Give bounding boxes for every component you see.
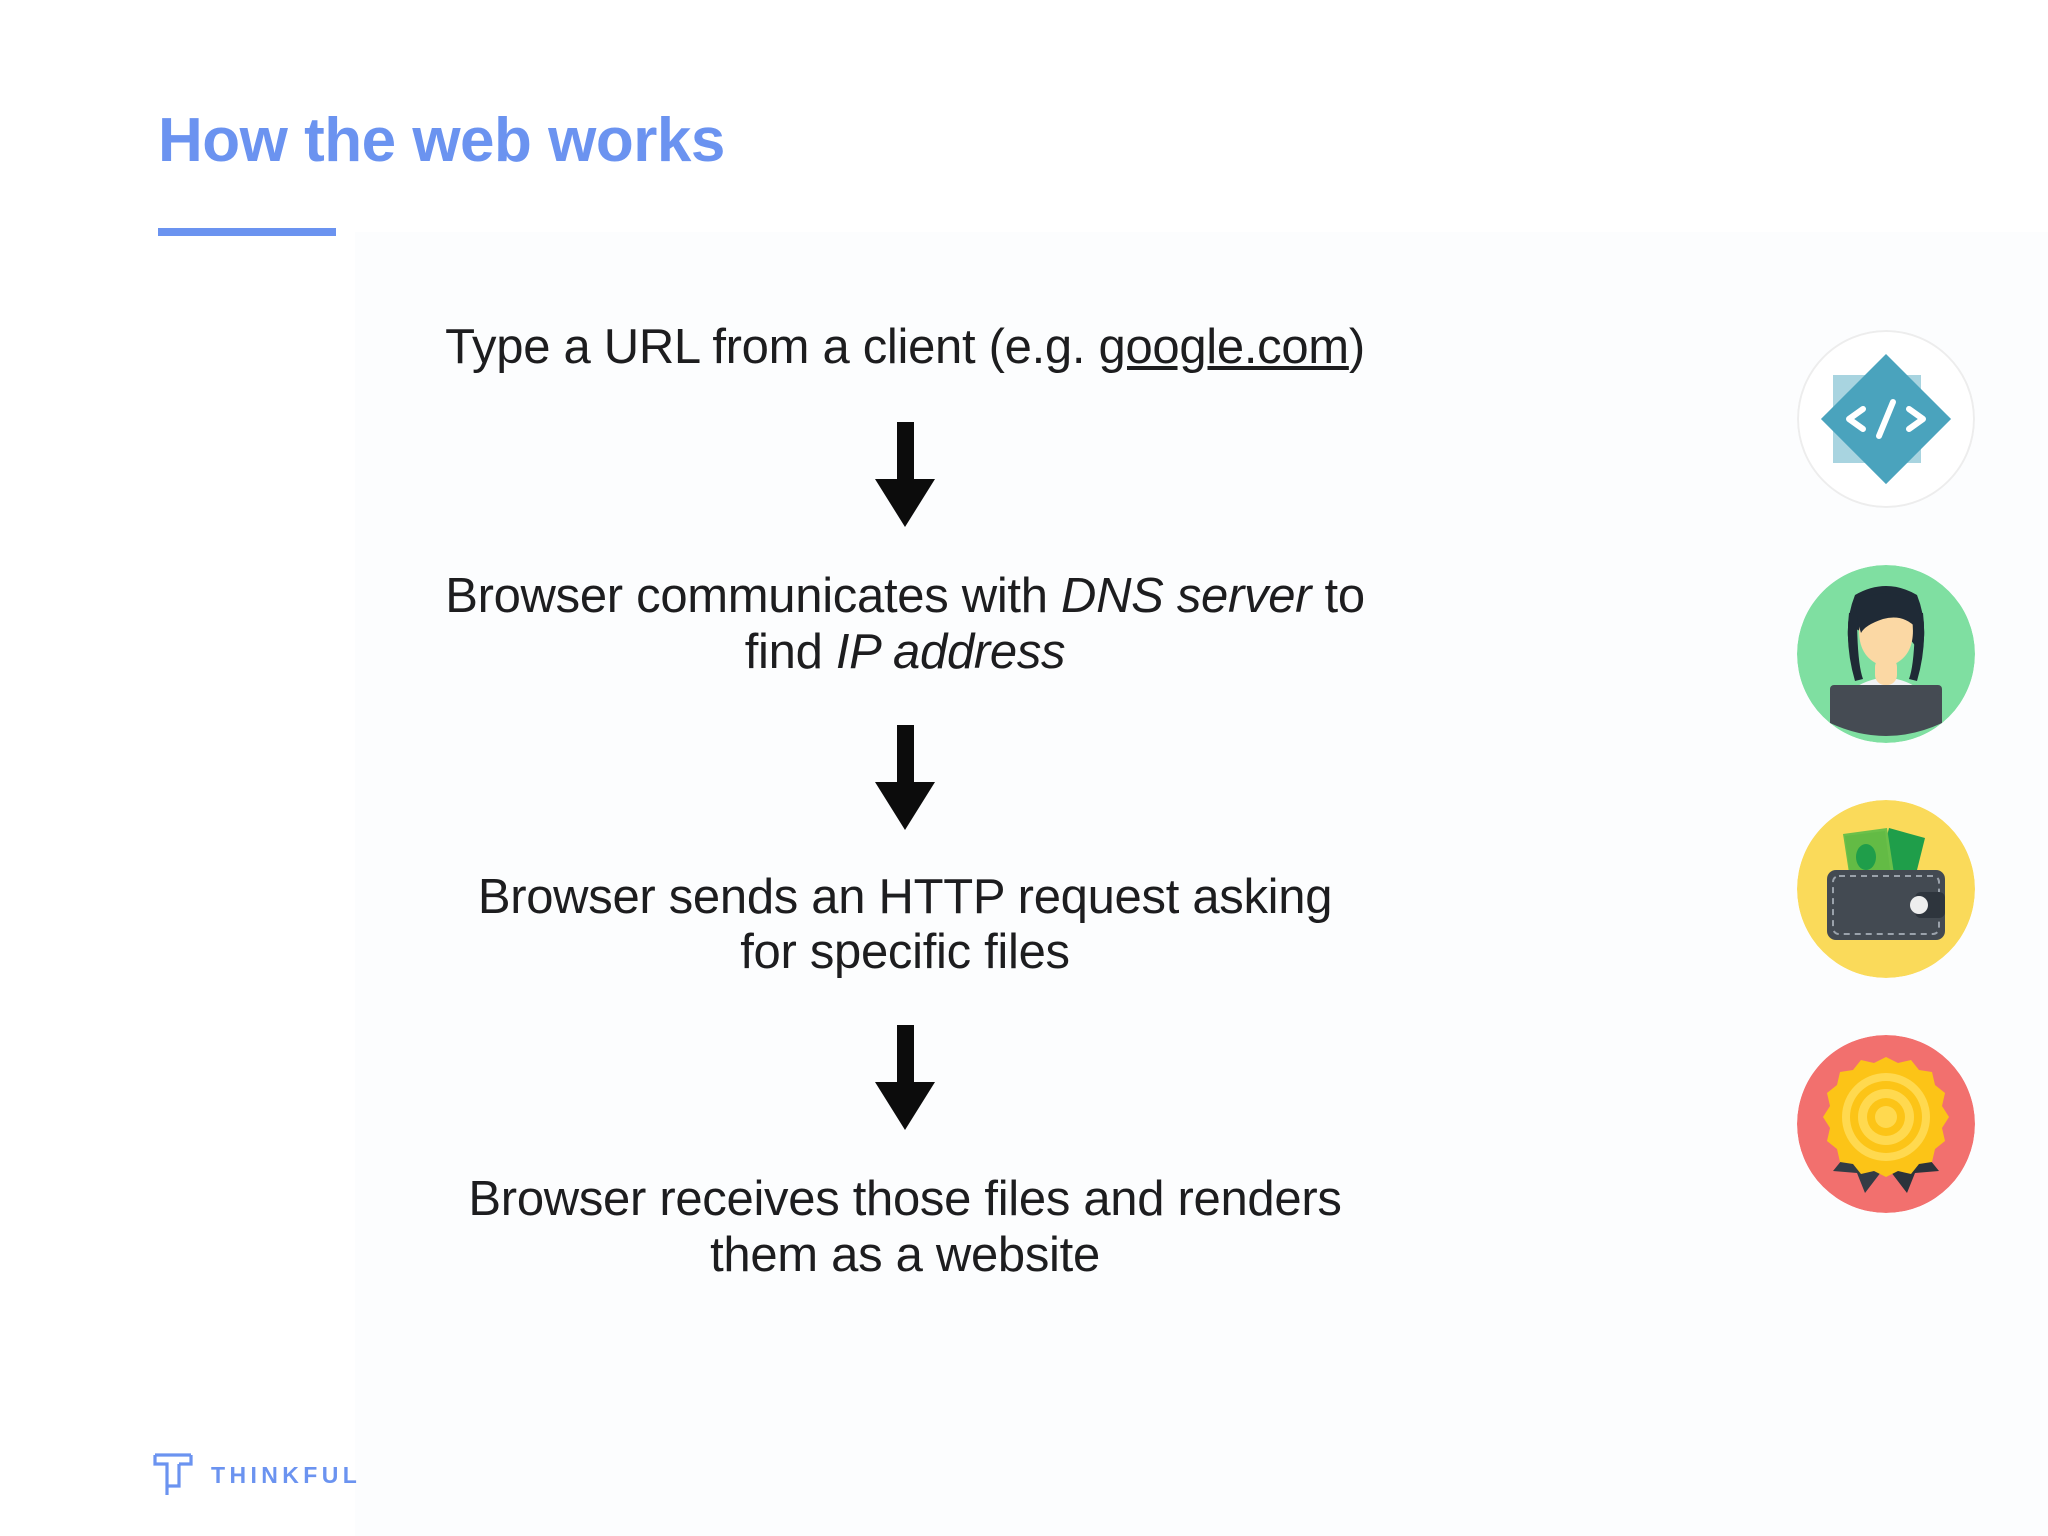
code-brackets-icon [1797,330,1975,508]
flow-step-http-request: Browser sends an HTTP request asking for… [477,869,1333,982]
content-background-panel [355,232,2048,1536]
flow-step-dns-lookup: Browser communicates with DNS server to … [445,569,1365,681]
arrow-head [875,1082,935,1131]
down-arrow-icon [875,1025,935,1131]
arrow-head [875,781,935,830]
step-line-2: for specific files [740,925,1070,980]
brand-logo: THINKFUL [152,1452,361,1498]
dns-server-emphasis: DNS server [1060,568,1312,623]
title-underline-rule [158,228,336,236]
flow-step-type-url: Type a URL from a client (e.g. google.co… [445,320,1365,376]
person-at-laptop-icon [1797,565,1975,743]
title-block: How the web works [158,106,725,236]
step-text-post: ) [1348,320,1365,374]
step-line-2: find IP address [445,625,1365,681]
step-text-post: to [1311,568,1366,623]
flow-diagram: Type a URL from a client (e.g. google.co… [355,320,1455,1284]
thinkful-t-logo-icon [153,1453,193,1495]
google-com-link[interactable]: google.com [1098,320,1350,374]
step-text-pre: Type a URL from a client (e.g. [445,320,1099,374]
arrow-shaft [896,421,914,480]
wallet-with-money-icon [1797,800,1975,978]
step-line-1: Browser communicates with DNS server to [445,569,1365,625]
icon-rail [1797,330,1975,1270]
brand-wordmark: THINKFUL [211,1461,362,1488]
step-line-1: Browser sends an HTTP request asking [477,869,1333,924]
step-line-2: them as a website [710,1228,1100,1283]
down-arrow-icon [875,421,935,527]
arrow-head [875,478,935,527]
flow-step-render: Browser receives those files and renders… [468,1172,1341,1284]
step-text-pre: Browser communicates with [445,568,1061,623]
down-arrow-icon [875,724,935,830]
arrow-shaft [896,724,914,783]
page-title: How the web works [158,106,725,175]
ip-address-emphasis: IP address [835,624,1066,679]
step-line-1: Browser receives those files and renders [468,1172,1342,1227]
arrow-shaft [896,1025,914,1084]
step-text-pre: find [744,624,836,679]
award-ribbon-icon [1797,1035,1975,1213]
